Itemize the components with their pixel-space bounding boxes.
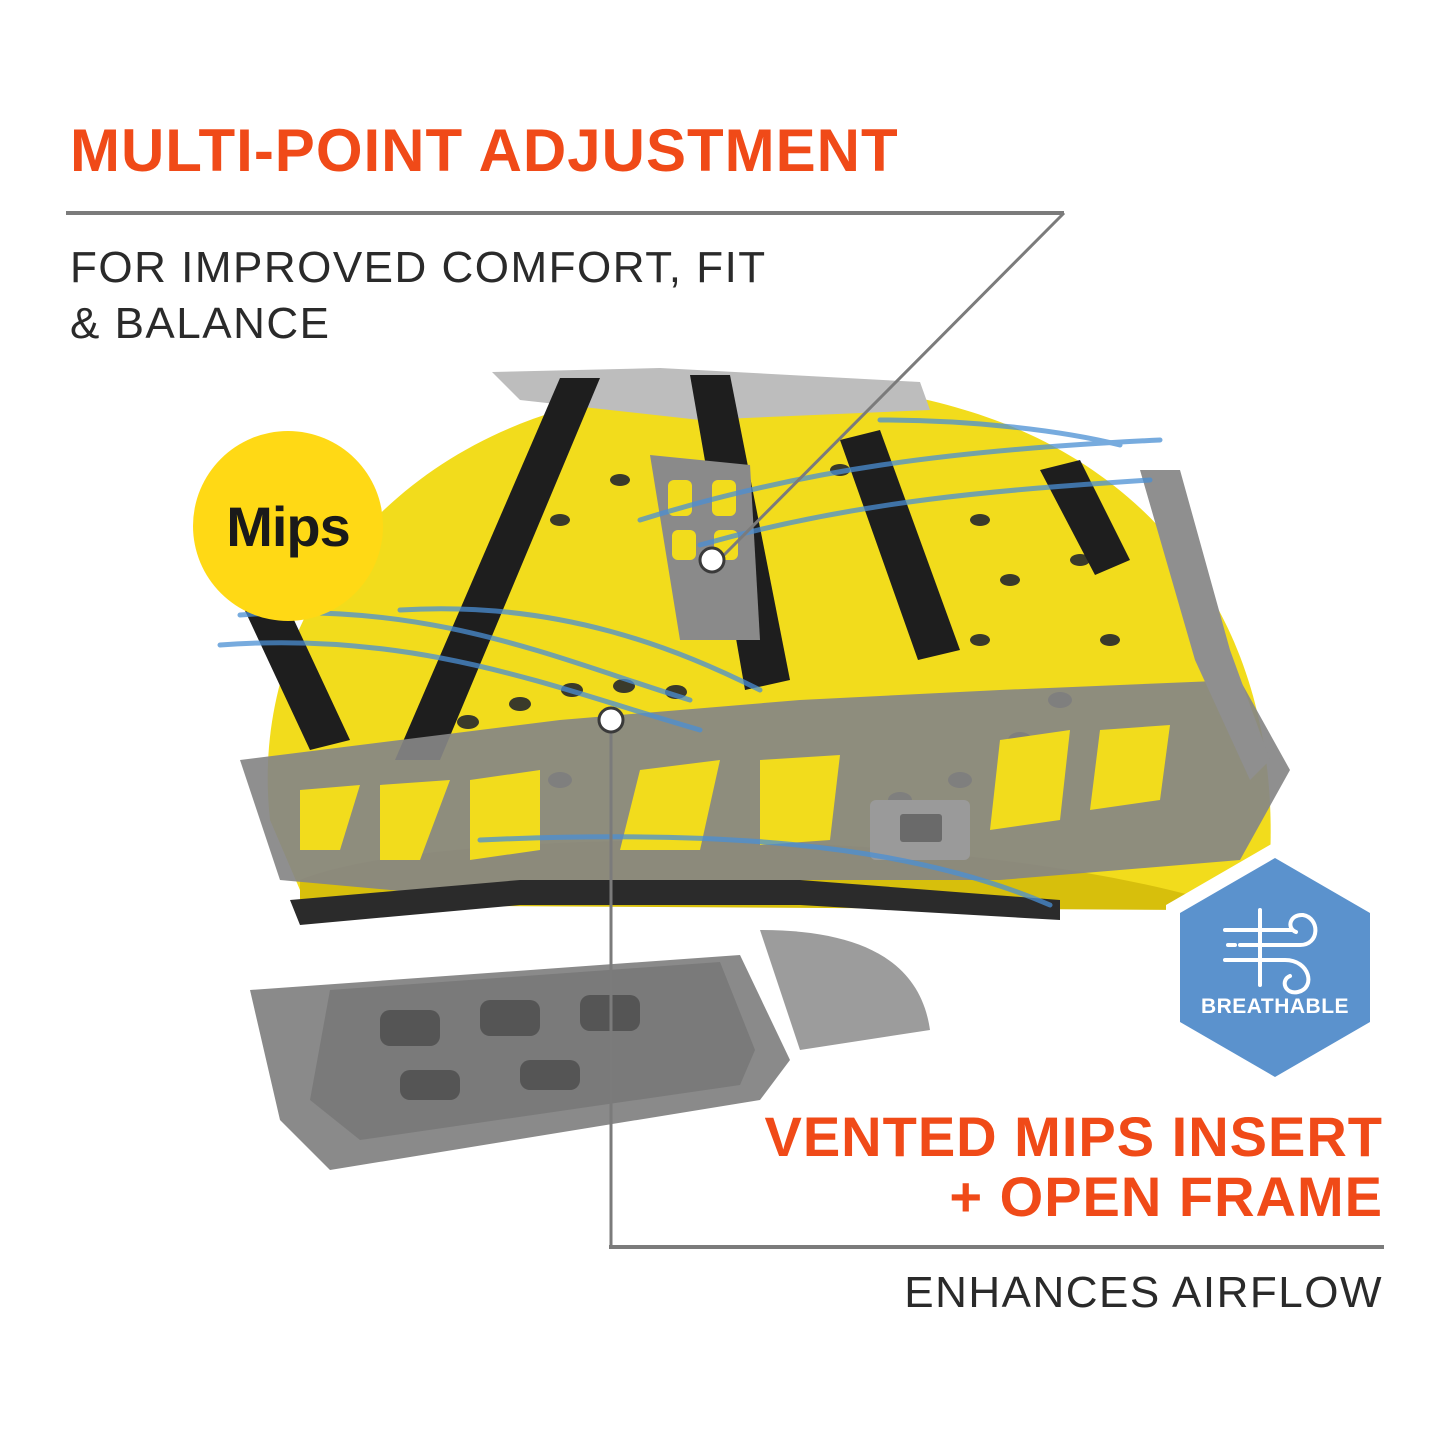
- airflow-icon: [1223, 908, 1318, 995]
- callout-top-subtitle-line2: & BALANCE: [70, 299, 331, 348]
- visor: [760, 930, 930, 1050]
- callout-top-title: MULTI-POINT ADJUSTMENT: [70, 117, 899, 184]
- sweatband: [290, 880, 1060, 925]
- callout-top-subtitle: FOR IMPROVED COMFORT, FIT & BALANCE: [70, 240, 850, 352]
- mips-badge-label: Mips: [226, 494, 351, 558]
- callout-bottom-title: VENTED MIPS INSERT + OPEN FRAME: [603, 1107, 1383, 1227]
- mips-badge: Mips: [193, 431, 383, 621]
- breathable-badge: BREATHABLE: [1166, 842, 1384, 1093]
- callout-bottom-title-line2: + OPEN FRAME: [949, 1165, 1383, 1228]
- side-adjuster: [1140, 470, 1270, 780]
- breathable-label: BREATHABLE: [1201, 995, 1349, 1018]
- callout-top-rule: [66, 211, 1064, 215]
- callout-bottom-title-line1: VENTED MIPS INSERT: [764, 1105, 1383, 1168]
- nape-cutouts: [380, 995, 640, 1100]
- callout-bottom-rule: [609, 1245, 1384, 1249]
- callout-bottom-subtitle: ENHANCES AIRFLOW: [904, 1268, 1383, 1317]
- leader-lines: [609, 211, 1066, 1247]
- leader-dots: [597, 546, 726, 734]
- callout-top-subtitle-line1: FOR IMPROVED COMFORT, FIT: [70, 243, 767, 292]
